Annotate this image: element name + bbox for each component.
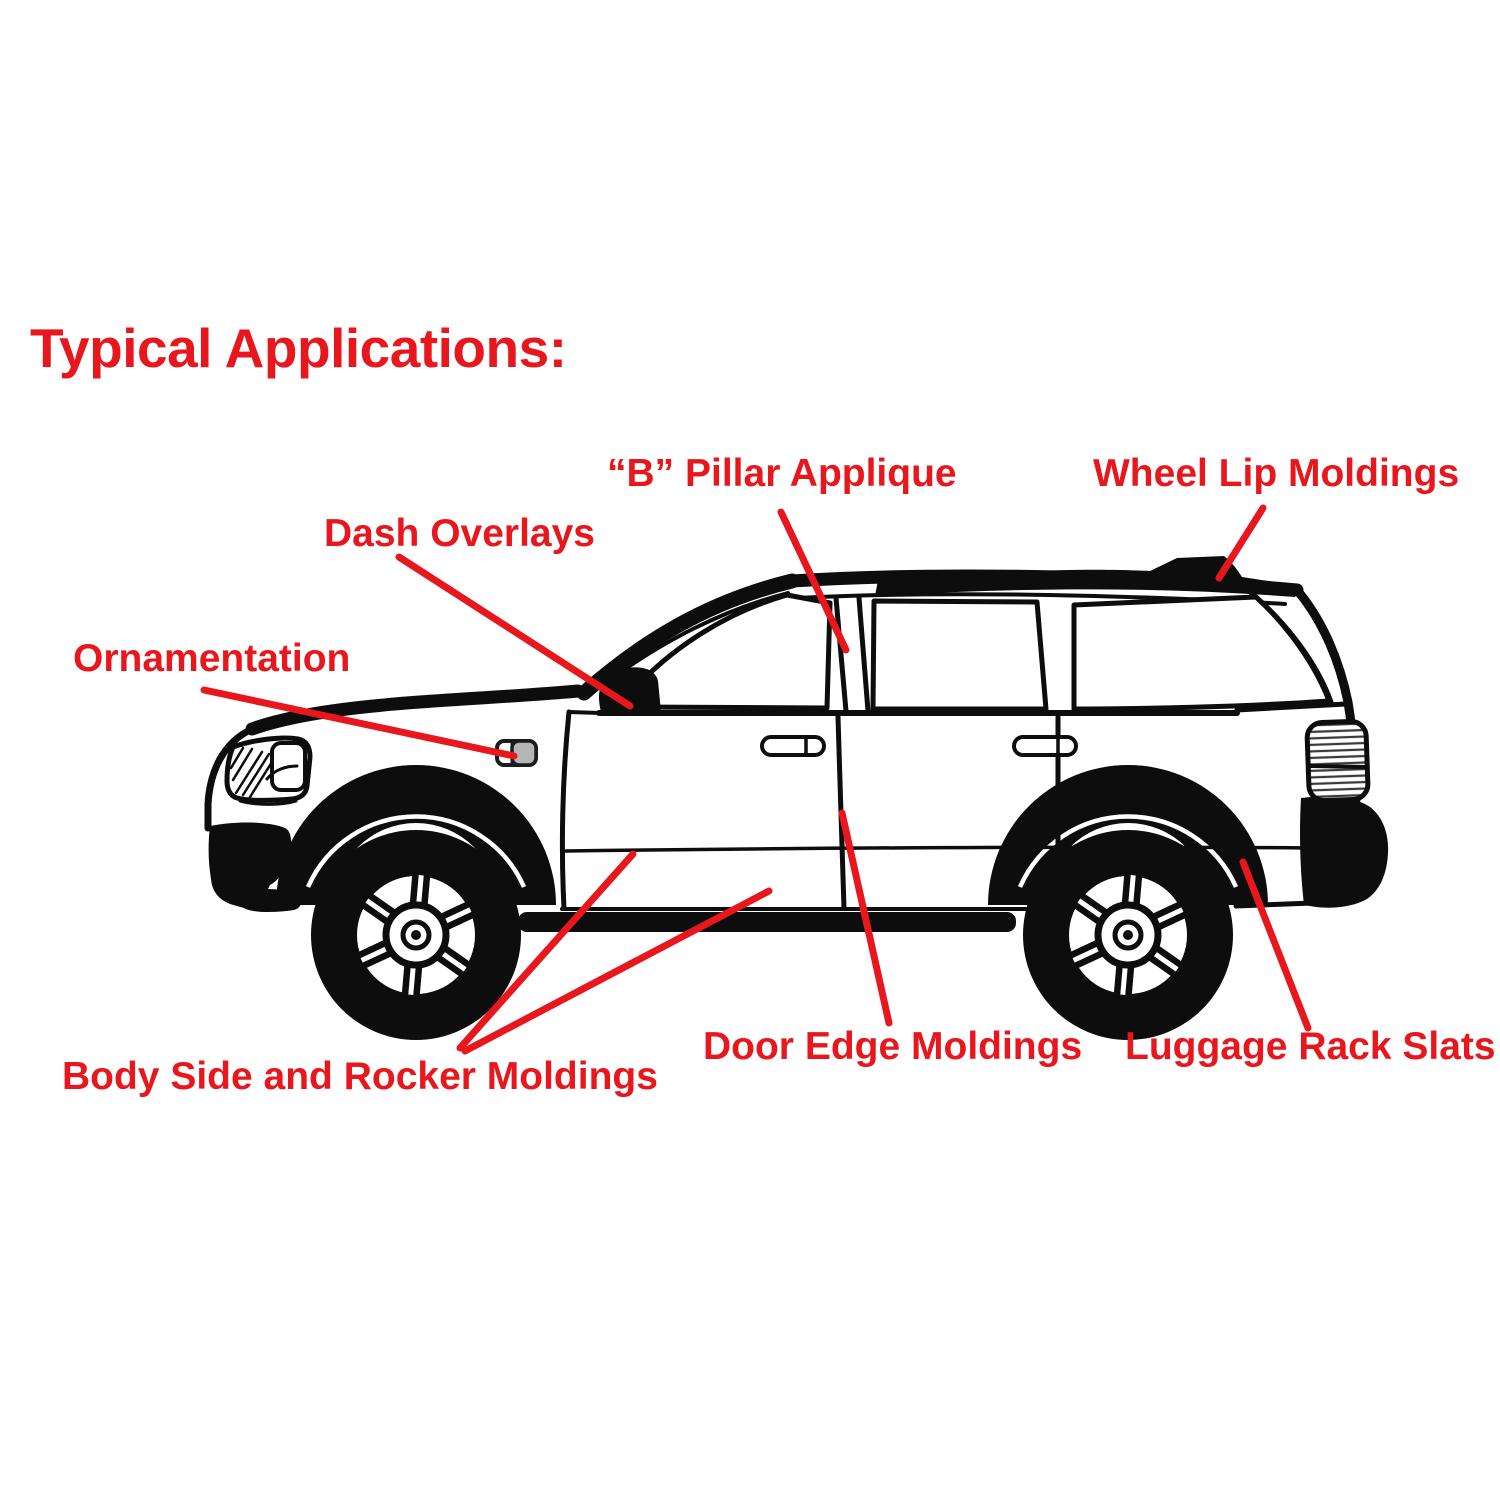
annotation-line-door-edge (838, 809, 893, 1027)
label-wheel-lip-moldings: Wheel Lip Moldings (1093, 452, 1460, 495)
annotation-line-dash-overlays (395, 553, 634, 710)
b-pillar-rear-line (856, 595, 871, 714)
roof-rack (875, 556, 1295, 597)
hood-line (245, 684, 585, 736)
side-mirror (598, 667, 661, 712)
rear-door-handle (1012, 735, 1078, 757)
annotation-line-body-side-2 (461, 887, 773, 1055)
annotation-line-wheel-lip (1215, 504, 1267, 582)
label-door-edge-moldings: Door Edge Moldings (703, 1025, 1083, 1068)
page-title: Typical Applications: (30, 317, 567, 379)
rear-bottom-line (1233, 900, 1316, 909)
front-face-line (204, 725, 256, 832)
body-crease-line (564, 845, 1311, 853)
annotation-line-luggage-rack (1239, 858, 1312, 1032)
sill-front-line (567, 710, 602, 715)
annotation-line-b-pillar (777, 508, 850, 654)
label-luggage-rack-slats: Luggage Rack Slats (1125, 1025, 1496, 1068)
headlight (224, 735, 313, 806)
front-bumper (208, 822, 302, 913)
front-wheel (276, 765, 556, 1040)
tail-light (1304, 718, 1371, 803)
label-ornamentation: Ornamentation (73, 637, 351, 680)
rear-door-window (870, 598, 1049, 712)
belt-line-rear (1234, 701, 1349, 713)
a-pillar (576, 573, 800, 701)
annotation-line-body-side-1 (456, 850, 637, 1052)
label-dash-overlays: Dash Overlays (324, 512, 596, 555)
rear-quarter-window (1071, 594, 1332, 712)
label-b-pillar-applique: “B” Pillar Applique (607, 452, 957, 495)
label-body-side-rocker-moldings: Body Side and Rocker Moldings (62, 1055, 658, 1098)
front-door-handle (760, 735, 826, 757)
rear-wheel (988, 765, 1268, 1040)
annotation-line-ornamentation (200, 686, 518, 760)
rocker-panel (518, 912, 1016, 932)
front-door-seam (559, 709, 572, 911)
b-pillar-front-line (833, 595, 849, 714)
rear-bumper (1300, 796, 1389, 908)
